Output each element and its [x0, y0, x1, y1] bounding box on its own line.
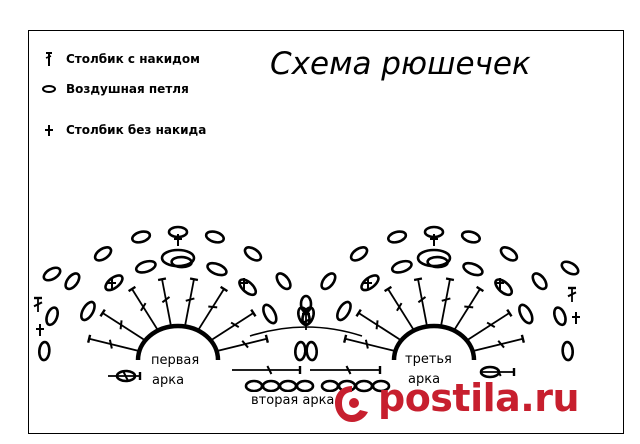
chain-stitch-42	[390, 259, 413, 274]
chain-stitch-68	[299, 294, 313, 314]
chain-stitch-53	[460, 230, 481, 244]
chain-stitch-15	[262, 303, 278, 325]
chain-stitch-13	[206, 261, 228, 277]
double-crochet-71	[310, 365, 382, 375]
chain-stitch-41	[360, 274, 380, 292]
chain-stitch-51	[387, 230, 408, 244]
chain-stitch-24	[275, 272, 292, 291]
single-crochet-icon	[45, 125, 53, 136]
legend-label-chain: Воздушная петля	[66, 82, 189, 96]
chain-stitch-20	[131, 230, 152, 244]
chain-stitch-46	[518, 303, 534, 325]
double-crochet-7	[211, 308, 257, 341]
chain-stitch-50	[349, 246, 369, 262]
arch-base-0	[135, 323, 221, 361]
double-crochet-36	[440, 277, 455, 325]
watermark-text: postila.ru	[378, 376, 580, 420]
chain-stitch-17	[45, 306, 59, 327]
double-crochet-8	[218, 334, 269, 352]
chain-stitch-19	[93, 246, 113, 262]
chain-stitch-56	[553, 306, 567, 327]
chain-stitch-74	[278, 379, 298, 393]
chain-stitch-9	[80, 300, 96, 322]
chain-stitch-57	[561, 340, 575, 362]
legend-label-sc: Столбик без накида	[66, 123, 207, 137]
chain-stitch-icon	[42, 85, 56, 93]
single-crochet-30	[240, 278, 248, 290]
diagram-title: Схема рюшечек	[270, 46, 531, 82]
double-crochet-37	[454, 285, 485, 330]
chain-stitch-14	[238, 278, 258, 297]
double-crochet-1	[87, 334, 138, 352]
chain-stitch-67	[560, 260, 580, 276]
chain-stitch-16	[37, 340, 51, 362]
double-crochet-33	[355, 308, 401, 341]
legend-item-sc: Столбик без накида	[40, 121, 206, 139]
chain-stitch-72	[244, 379, 264, 393]
chain-stitch-54	[499, 246, 519, 262]
legend-label-dc: Столбик с накидом	[66, 52, 200, 66]
double-crochet-83	[480, 367, 516, 377]
first-arch-label-line2: арка	[151, 372, 186, 390]
double-crochet-6	[198, 285, 229, 330]
double-crochet-39	[474, 334, 525, 352]
chain-stitch-11	[134, 259, 157, 274]
double-crochet-38	[467, 308, 513, 341]
double-crochet-82	[108, 371, 142, 381]
double-crochet-4	[157, 277, 172, 325]
single-crochet-61	[496, 278, 504, 290]
chain-stitch-22	[204, 230, 225, 244]
double-crochet-35	[413, 277, 428, 325]
second-arch-label: вторая арка	[250, 392, 336, 410]
legend-item-chain: Воздушная петля	[40, 80, 189, 98]
diagram-frame	[28, 30, 624, 434]
chain-stitch-66	[42, 266, 62, 282]
chain-stitch-75	[295, 379, 315, 393]
chain-stitch-26	[305, 340, 319, 362]
chain-stitch-44	[462, 261, 484, 277]
double-crochet-34	[383, 285, 414, 330]
first-arch-label-line1: первая	[150, 352, 201, 370]
chain-stitch-58	[416, 248, 452, 268]
arch-base-31	[391, 323, 477, 361]
legend-item-dc: Столбик с накидом	[40, 50, 200, 68]
double-crochet-2	[99, 308, 145, 341]
double-crochet-64	[33, 296, 43, 312]
double-crochet-icon	[45, 52, 52, 66]
chain-stitch-10	[104, 274, 124, 292]
double-crochet-70	[232, 365, 302, 375]
chain-stitch-47	[293, 340, 307, 362]
chain-stitch-27	[160, 248, 196, 268]
third-arch-label-line1: третья	[404, 351, 453, 369]
postila-logo-icon	[335, 386, 368, 422]
chain-stitch-45	[494, 278, 514, 297]
chain-stitch-55	[531, 272, 548, 291]
single-crochet-63	[572, 312, 580, 324]
connecting-chain-line	[249, 326, 363, 337]
chain-stitch-73	[261, 379, 281, 393]
chain-stitch-18	[64, 272, 81, 291]
chain-stitch-23	[243, 246, 263, 262]
single-crochet-28	[174, 234, 182, 246]
single-crochet-29	[108, 278, 116, 290]
chain-stitch-40	[336, 300, 352, 322]
single-crochet-60	[364, 278, 372, 290]
double-crochet-65	[567, 286, 577, 302]
chain-stitch-49	[320, 272, 337, 291]
single-crochet-62	[36, 324, 44, 336]
single-crochet-59	[430, 234, 438, 246]
third-arch-label-line2: арка	[407, 371, 442, 389]
double-crochet-32	[343, 334, 394, 352]
chain-stitch-79	[371, 379, 391, 393]
double-crochet-5	[184, 277, 199, 325]
double-crochet-3	[127, 285, 158, 330]
